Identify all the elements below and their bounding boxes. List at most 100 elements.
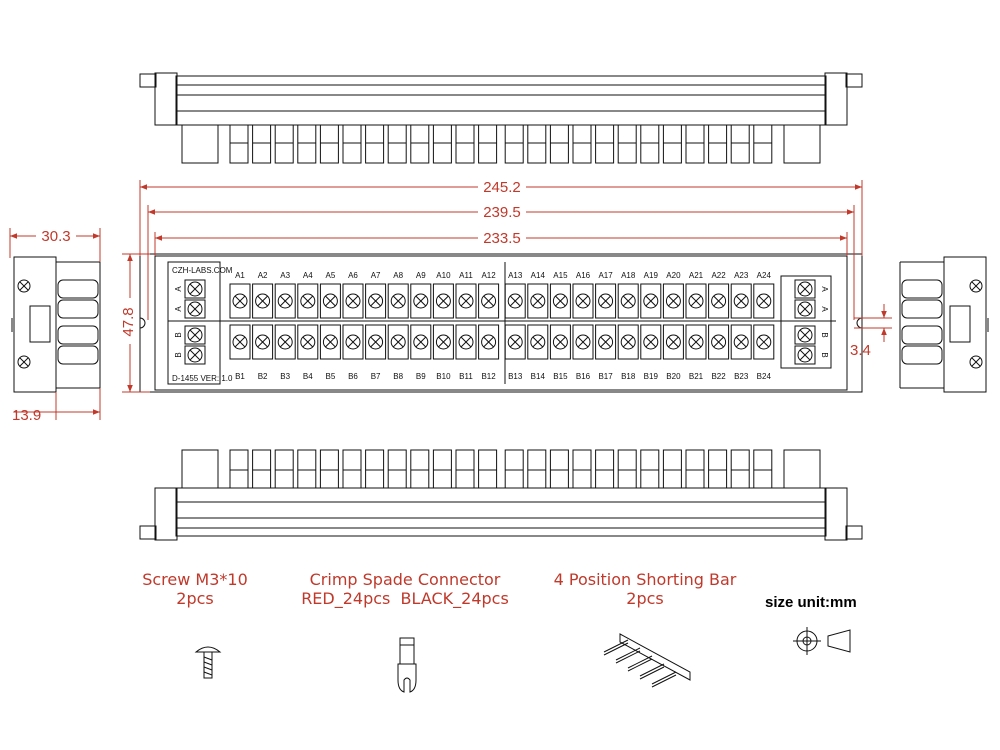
terminal-label-b: B21: [689, 372, 704, 381]
terminal-label-b: B3: [280, 372, 290, 381]
bottom-fin: [708, 449, 728, 489]
terminal-label-a: A10: [436, 271, 451, 280]
right-side-view: [899, 256, 989, 393]
top-fin: [252, 124, 272, 164]
bottom-fin: [478, 449, 498, 489]
terminal-screw-icon: [643, 334, 659, 350]
terminal-screw-icon: [733, 293, 749, 309]
terminal-block-a: [410, 283, 432, 319]
terminal-label-a: A24: [757, 271, 772, 280]
terminal-block-b: [342, 324, 364, 360]
terminal-block-a: [478, 283, 500, 319]
terminal-screw-icon: [620, 293, 636, 309]
top-fin: [410, 124, 430, 164]
dim-body-length: 233.5: [483, 230, 521, 247]
terminal-block-b: [730, 324, 752, 360]
terminal-label-b: B11: [459, 372, 473, 381]
side-letter-right: B: [820, 352, 829, 357]
terminal-block-b: [319, 324, 341, 360]
bottom-fin: [572, 449, 592, 489]
terminal-screw-icon: [322, 293, 338, 309]
left-side-view: [11, 256, 101, 393]
end-terminal: [184, 299, 206, 319]
end-terminal-screw-icon: [187, 301, 203, 317]
terminal-screw-icon: [322, 334, 338, 350]
end-terminal-screw-icon: [797, 281, 813, 297]
top-fin: [297, 124, 317, 164]
terminal-label-a: A4: [303, 271, 313, 280]
terminal-label-a: A19: [644, 271, 659, 280]
bottom-fin: [730, 449, 750, 489]
end-terminal: [794, 345, 816, 365]
terminal-label-a: A20: [666, 271, 681, 280]
bottom-fin: [549, 449, 569, 489]
terminal-block-b: [455, 324, 477, 360]
terminal-block-b: [432, 324, 454, 360]
terminal-label-a: A13: [508, 271, 523, 280]
bottom-fin: [410, 449, 430, 489]
terminal-screw-icon: [413, 293, 429, 309]
terminal-screw-icon: [300, 293, 316, 309]
terminal-screw-icon: [620, 334, 636, 350]
terminal-screw-icon: [458, 293, 474, 309]
terminal-block-a: [432, 283, 454, 319]
board-brand: CZH-LABS.COM: [172, 266, 233, 275]
accessory-screw-name: Screw M3*10: [142, 570, 248, 589]
dim-hole-offset: 3.4: [850, 342, 871, 359]
bottom-fin: [274, 449, 294, 489]
terminal-label-b: B23: [734, 372, 749, 381]
terminal-label-a: A11: [459, 271, 473, 280]
accessory-screw-label: Screw M3*10 2pcs: [135, 570, 255, 608]
side-letter-left: B: [174, 332, 183, 337]
top-fin: [685, 124, 705, 164]
terminal-block-a: [365, 283, 387, 319]
terminal-screw-icon: [368, 293, 384, 309]
terminal-screw-icon: [688, 334, 704, 350]
terminal-screw-icon: [232, 334, 248, 350]
terminal-block-a: [455, 283, 477, 319]
terminal-screw-icon: [458, 334, 474, 350]
terminal-label-a: A22: [711, 271, 726, 280]
terminal-block-a: [252, 283, 274, 319]
terminal-block-a: [342, 283, 364, 319]
bottom-fin: [662, 449, 682, 489]
terminal-label-b: B17: [598, 372, 613, 381]
terminal-screw-icon: [390, 334, 406, 350]
terminal-block-a: [753, 283, 775, 319]
terminal-label-a: A17: [598, 271, 613, 280]
terminal-screw-icon: [598, 293, 614, 309]
terminal-label-a: A7: [371, 271, 381, 280]
terminal-block-a: [229, 283, 251, 319]
terminal-block-b: [753, 324, 775, 360]
terminal-block-a: [297, 283, 319, 319]
end-terminal: [184, 325, 206, 345]
terminal-screw-icon: [507, 293, 523, 309]
terminal-screw-icon: [530, 293, 546, 309]
side-letter-right: A: [820, 286, 829, 292]
terminal-label-b: B2: [258, 372, 268, 381]
top-fin: [617, 124, 637, 164]
bottom-fin: [595, 449, 615, 489]
terminal-screw-icon: [665, 293, 681, 309]
terminal-label-b: B18: [621, 372, 636, 381]
end-terminal: [184, 345, 206, 365]
terminal-screw-icon: [688, 293, 704, 309]
terminal-screw-icon: [665, 334, 681, 350]
side-letter-right: A: [820, 306, 829, 312]
terminal-block-a: [504, 283, 526, 319]
terminal-screw-icon: [552, 334, 568, 350]
terminal-block-b: [708, 324, 730, 360]
terminal-label-a: A12: [481, 271, 496, 280]
bottom-fin: [319, 449, 339, 489]
top-fin: [478, 124, 498, 164]
terminal-label-b: B20: [666, 372, 681, 381]
top-fin: [342, 124, 362, 164]
end-terminal: [794, 299, 816, 319]
terminal-screw-icon: [481, 293, 497, 309]
end-terminal: [794, 279, 816, 299]
dimension-lines: [9, 180, 892, 420]
terminal-block-b: [365, 324, 387, 360]
terminal-block-b: [662, 324, 684, 360]
terminal-label-b: B22: [711, 372, 726, 381]
